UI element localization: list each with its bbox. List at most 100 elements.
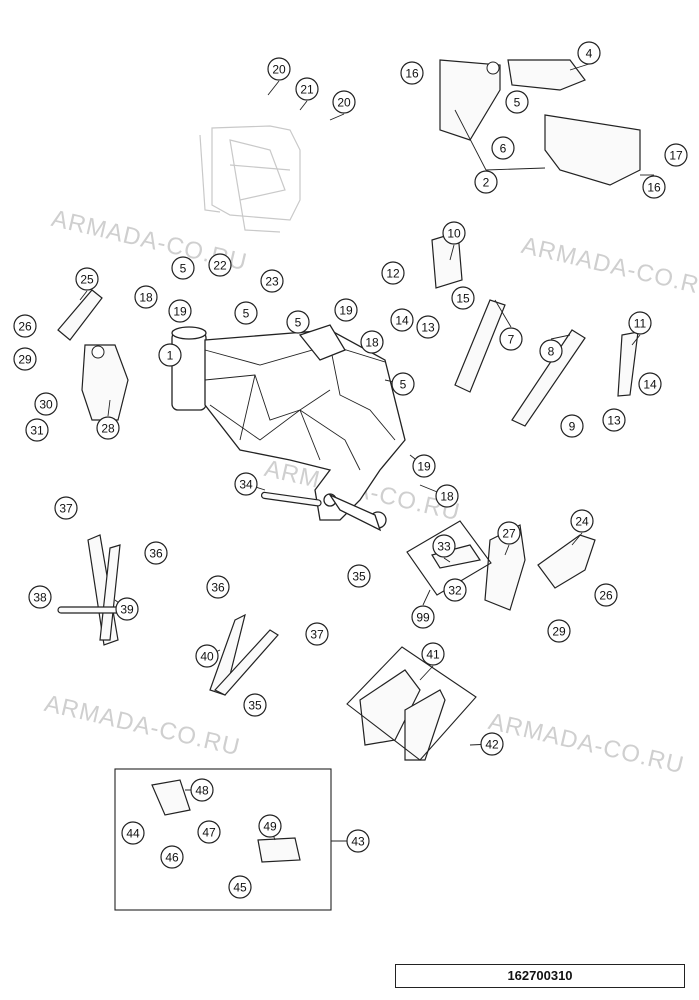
- callout-circle: [168, 299, 192, 323]
- callout-label: 25: [80, 273, 94, 287]
- callout-label: 99: [416, 611, 430, 625]
- callout-circle: [411, 605, 435, 629]
- callout-label: 44: [126, 827, 140, 841]
- callout-5: 5: [505, 90, 529, 114]
- callout-circle: [267, 57, 291, 81]
- callout-9: 9: [560, 414, 584, 438]
- callout-label: 4: [586, 47, 593, 61]
- callout-circle: [421, 642, 445, 666]
- callout-circle: [195, 644, 219, 668]
- leader-line: [550, 334, 571, 340]
- callout-18: 18: [435, 484, 459, 508]
- callout-circle: [243, 693, 267, 717]
- callout-label: 8: [548, 345, 555, 359]
- leader-line: [485, 167, 546, 171]
- main-frame: [171, 324, 406, 532]
- callout-18: 18: [360, 330, 384, 354]
- callout-label: 36: [149, 547, 163, 561]
- callout-36: 36: [144, 541, 168, 565]
- callout-circle: [258, 814, 282, 838]
- callout-circle: [435, 484, 459, 508]
- callout-35: 35: [243, 693, 267, 717]
- right-bracket-assembly: [431, 524, 596, 611]
- callout-label: 14: [643, 378, 657, 392]
- callout-32: 32: [443, 578, 467, 602]
- callout-label: 23: [265, 275, 279, 289]
- callout-circle: [13, 347, 37, 371]
- leader-line: [267, 80, 280, 96]
- callout-33: 33: [432, 534, 456, 558]
- leader-lines: [79, 63, 654, 842]
- callout-8: 8: [539, 339, 563, 363]
- callout-40: 40: [195, 644, 219, 668]
- callout-label: 38: [33, 591, 47, 605]
- callout-label: 34: [239, 478, 253, 492]
- group-box-99: [406, 520, 492, 596]
- callout-label: 15: [456, 292, 470, 306]
- callout-circle: [34, 392, 58, 416]
- callout-label: 5: [180, 262, 187, 276]
- callout-39: 39: [115, 597, 139, 621]
- callout-circle: [197, 820, 221, 844]
- callout-label: 18: [440, 490, 454, 504]
- callout-47: 47: [197, 820, 221, 844]
- callout-circle: [432, 534, 456, 558]
- callout-label: 13: [421, 321, 435, 335]
- callout-20: 20: [267, 57, 291, 81]
- callout-1: 1: [158, 343, 182, 367]
- callout-37: 37: [54, 496, 78, 520]
- callout-circle: [96, 416, 120, 440]
- callout-circle: [505, 90, 529, 114]
- callout-5: 5: [391, 372, 415, 396]
- callout-23: 23: [260, 269, 284, 293]
- callout-circle: [539, 339, 563, 363]
- leader-line: [329, 113, 345, 121]
- callout-circle: [442, 221, 466, 245]
- callout-label: 5: [243, 307, 250, 321]
- right-footrest-parts: [431, 231, 639, 427]
- callout-label: 48: [195, 784, 209, 798]
- callout-label: 22: [213, 259, 227, 273]
- callout-label: 13: [607, 414, 621, 428]
- callout-34: 34: [234, 472, 258, 496]
- callout-label: 29: [18, 353, 32, 367]
- callout-15: 15: [451, 286, 475, 310]
- callout-circle: [332, 90, 356, 114]
- callout-41: 41: [421, 642, 445, 666]
- callout-circle: [480, 732, 504, 756]
- callout-label: 43: [351, 835, 365, 849]
- callout-circle: [28, 585, 52, 609]
- callout-label: 46: [165, 851, 179, 865]
- callout-label: 11: [634, 317, 647, 331]
- leader-line: [79, 290, 88, 301]
- callout-label: 47: [202, 826, 216, 840]
- callout-circle: [602, 408, 626, 432]
- callout-label: 2: [483, 176, 490, 190]
- callout-12: 12: [381, 261, 405, 285]
- callout-circle: [75, 267, 99, 291]
- document-number: 162700310: [395, 964, 685, 988]
- callout-13: 13: [602, 408, 626, 432]
- leader-line: [631, 334, 641, 346]
- callout-circle: [144, 541, 168, 565]
- callout-circle: [54, 496, 78, 520]
- left-footrest-assembly: [57, 289, 129, 421]
- callout-label: 24: [575, 515, 589, 529]
- callout-circle: [286, 310, 310, 334]
- leader-line: [419, 665, 434, 681]
- callout-11: 11: [628, 311, 652, 335]
- callout-49: 49: [258, 814, 282, 838]
- callout-5: 5: [171, 256, 195, 280]
- callout-circle: [346, 829, 370, 853]
- callout-circle: [158, 343, 182, 367]
- group-box-41: [346, 646, 477, 761]
- callout-label: 32: [448, 584, 462, 598]
- callout-43: 43: [346, 829, 370, 853]
- callout-label: 45: [233, 881, 247, 895]
- callout-label: 33: [437, 540, 451, 554]
- callout-21: 21: [295, 77, 319, 101]
- callout-circle: [25, 418, 49, 442]
- callout-10: 10: [442, 221, 466, 245]
- callout-45: 45: [228, 875, 252, 899]
- callout-label: 20: [337, 96, 351, 110]
